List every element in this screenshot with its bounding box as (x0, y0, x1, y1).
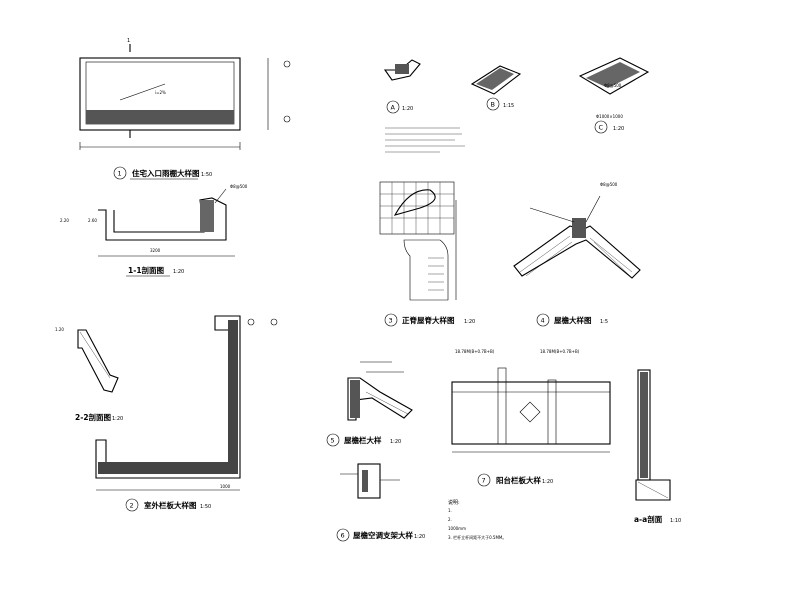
eave-detail: Φ8@500 (513, 182, 641, 279)
section-a-a-scale: 1:10 (670, 518, 681, 524)
detail-5-scale: 1:20 (390, 439, 401, 445)
rebar-note-2: Φ8@500 (604, 83, 622, 88)
dim-3200: 3200 (150, 248, 161, 253)
section-2-2-title: 2-2剖面图 (75, 412, 112, 422)
section-1-1-title: 1-1剖面图 (128, 265, 165, 275)
section-1-1-scale: 1:20 (173, 269, 184, 275)
detail-c-scale: 1:20 (613, 126, 624, 132)
detail-6-scale: 1:20 (414, 534, 425, 540)
detail-2-scale: 1:50 (200, 504, 211, 510)
canopy-hatch-band (86, 110, 234, 124)
detail-bubble-3 (384, 313, 398, 327)
level-2-20: 2.20 (60, 218, 69, 223)
detail-3-title: 正脊屋脊大样图 (402, 315, 455, 325)
detail-6-title: 屋檐空调支架大样 (353, 530, 413, 540)
detail-c: Φ8@500 Φ1000×1000 C 1:20 (578, 57, 650, 134)
section-1-1: 3200 2.60 Φ8@500 (88, 184, 248, 257)
detail-5-number: 5 (331, 437, 335, 445)
detail-bubble-b (486, 97, 500, 111)
detail-a: A 1:20 (383, 59, 421, 114)
detail-7-title: 阳台栏板大样 (496, 475, 541, 485)
section-2-2-profile (77, 329, 119, 393)
detail-a-scale: 1:20 (402, 106, 413, 112)
detail-2-title: 室外栏板大样图 (144, 500, 197, 510)
slope-note: i=2% (155, 90, 166, 95)
detail-2-number: 2 (130, 502, 134, 510)
note-3: 3. 栏杆立杆间距不大于0.5MM。 (448, 534, 506, 540)
title-detail-3: 3 正脊屋脊大样图 1:20 (384, 313, 475, 327)
title-detail-2: 2 室外栏板大样图 1:50 (125, 498, 211, 512)
title-detail-1: 1 住宅入口雨棚大样图 1:50 (113, 166, 212, 180)
section-a-a: a-a剖面 1:10 (634, 369, 681, 524)
detail-b-label: B (491, 101, 495, 109)
notes-top (385, 127, 465, 153)
detail-4-scale: 1:5 (600, 319, 608, 325)
notes-block: 说明: 1. 2. 1000mm 3. 栏杆立杆间距不大于0.5MM。 (448, 499, 506, 540)
detail-4-number: 4 (541, 317, 545, 325)
detail-bubble-4 (536, 313, 550, 327)
canopy-outline (79, 57, 241, 131)
section-a-a-title: a-a剖面 (634, 514, 663, 524)
section-2-2: 1.20 2-2剖面图 1:20 (55, 327, 123, 422)
rebar-note-1: Φ8@500 (230, 184, 248, 189)
ridge-grid (379, 181, 455, 235)
detail-bubble-a (386, 100, 400, 114)
section-2-2-scale: 1:20 (112, 416, 123, 422)
detail-bubble-c (594, 120, 608, 134)
balustrade-outline (95, 315, 241, 479)
detail-4-title: 屋檐大样图 (554, 315, 592, 325)
detail-7-number: 7 (482, 477, 486, 485)
detail-7-scale: 1:20 (542, 479, 553, 485)
balcony-railing: 18.78M(B+0.7B+B) 18.78M(B+0.7B+B) (451, 349, 611, 453)
canopy-plan-view: i=2% 1 (79, 38, 291, 150)
section-1-1-profile (98, 197, 227, 241)
detail-bubble-2 (125, 498, 139, 512)
notes-heading: 说明: (448, 499, 460, 506)
title-section-1-1: 1-1剖面图 1:20 (126, 265, 184, 277)
level-2-60: 2.60 (88, 218, 97, 223)
note-1: 1. (448, 508, 452, 513)
detail-1-number: 1 (118, 170, 122, 178)
section-1-1-hatch (200, 200, 214, 232)
detail-b-scale: 1:15 (503, 103, 514, 109)
note-2: 2. (448, 517, 452, 522)
detail-bubble-7 (477, 473, 491, 487)
detail-6-number: 6 (341, 532, 345, 540)
level-1-20: 1.20 (55, 327, 64, 332)
detail-a-label: A (391, 104, 396, 112)
detail-c-label: C (599, 124, 604, 132)
detail-bubble-5 (326, 433, 340, 447)
detail-5-drawing: 5 屋檐栏大样 1:20 (326, 361, 413, 447)
detail-5-title: 屋檐栏大样 (344, 435, 382, 445)
balustrade-bottom-hatch (98, 462, 238, 474)
rebar-note-3: Φ8@500 (600, 182, 618, 187)
detail-3-scale: 1:20 (464, 319, 475, 325)
note-length: 1000mm (448, 526, 466, 531)
dim-right: 18.78M(B+0.7B+B) (540, 349, 580, 354)
title-detail-4: 4 屋檐大样图 1:5 (536, 313, 608, 327)
dim-left: 18.78M(B+0.7B+B) (455, 349, 495, 354)
detail-3-number: 3 (389, 317, 393, 325)
detail-b: B 1:15 (470, 65, 522, 111)
detail-6-drawing: 6 屋檐空调支架大样 1:20 (336, 463, 425, 542)
title-detail-7: 7 阳台栏板大样 1:20 (477, 473, 553, 487)
railing-frame (451, 381, 611, 445)
detail-bubble-1 (113, 166, 127, 180)
detail-bubble-6 (336, 528, 350, 542)
ridge-detail (379, 181, 457, 301)
detail-1-scale: 1:50 (201, 172, 212, 178)
section-mark-top: 1 (127, 38, 130, 44)
balustrade-right-hatch (228, 320, 238, 472)
detail-1-title: 住宅入口雨棚大样图 (132, 168, 200, 178)
balustrade-plan (95, 315, 278, 491)
dim-1000: 1000 (220, 484, 231, 489)
tile-spec: Φ1000×1000 (596, 114, 623, 119)
